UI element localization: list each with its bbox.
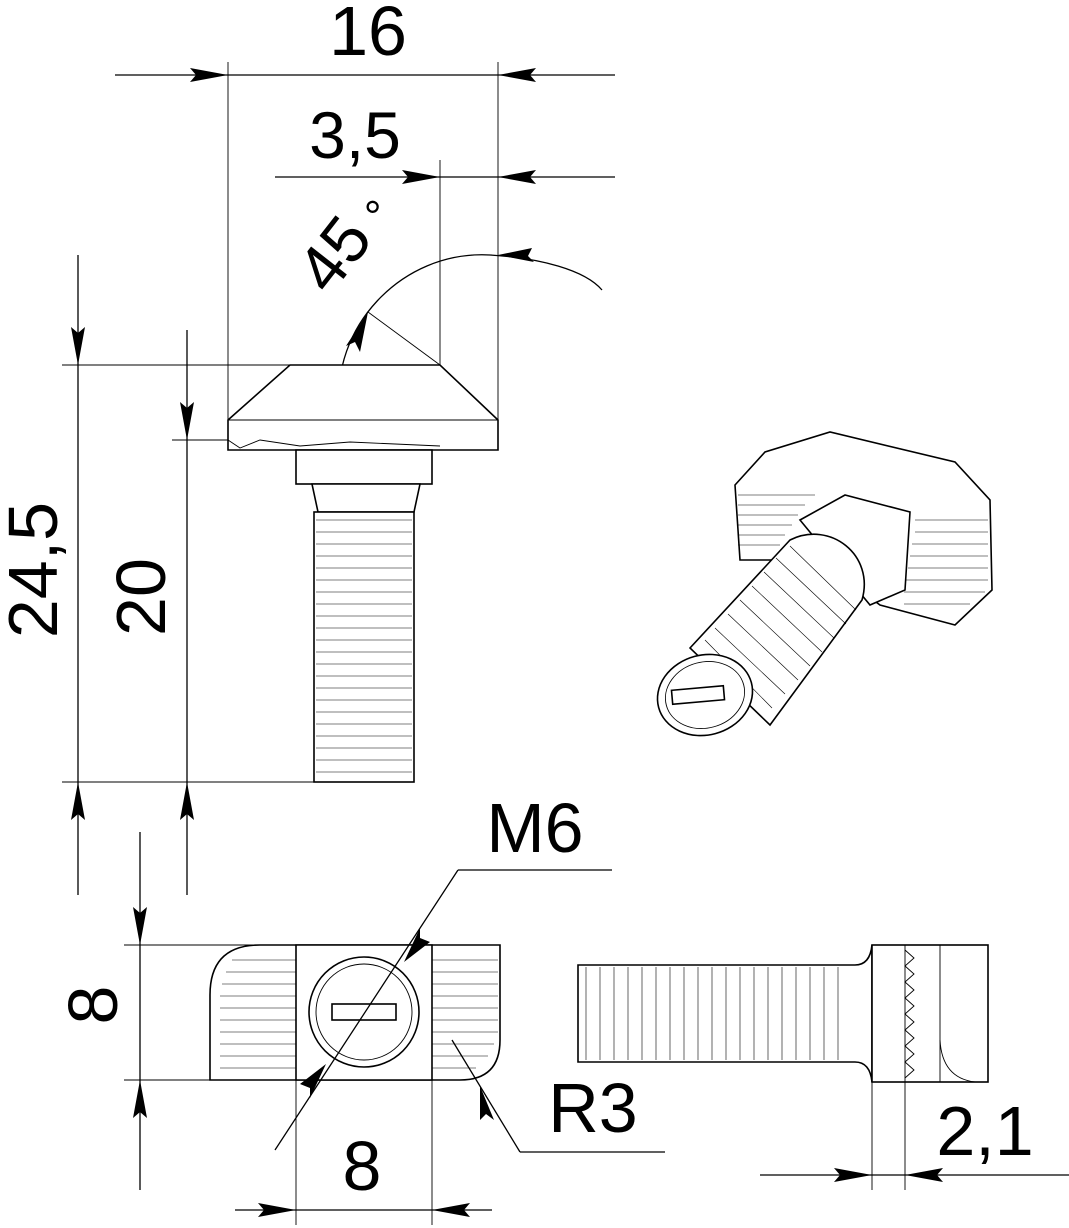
dim-thread-m6: M6 xyxy=(486,789,583,867)
dim-radius-r3: R3 xyxy=(548,1069,637,1147)
dim-angle-45: 45 xyxy=(282,202,386,305)
dim-width-8: 8 xyxy=(343,1127,382,1205)
dim-chamfer-3-5: 3,5 xyxy=(309,98,401,172)
side-view xyxy=(577,944,1069,1190)
dim-length-24-5: 24,5 xyxy=(0,502,72,638)
dim-height-8: 8 xyxy=(54,986,132,1025)
isometric-view xyxy=(656,431,993,737)
front-view xyxy=(62,62,615,895)
dim-degree-symbol: ° xyxy=(356,191,405,235)
dim-thickness-2-1: 2,1 xyxy=(936,1092,1033,1170)
dim-width-16: 16 xyxy=(329,0,407,70)
bottom-view xyxy=(124,832,665,1225)
dim-length-20: 20 xyxy=(102,558,180,636)
